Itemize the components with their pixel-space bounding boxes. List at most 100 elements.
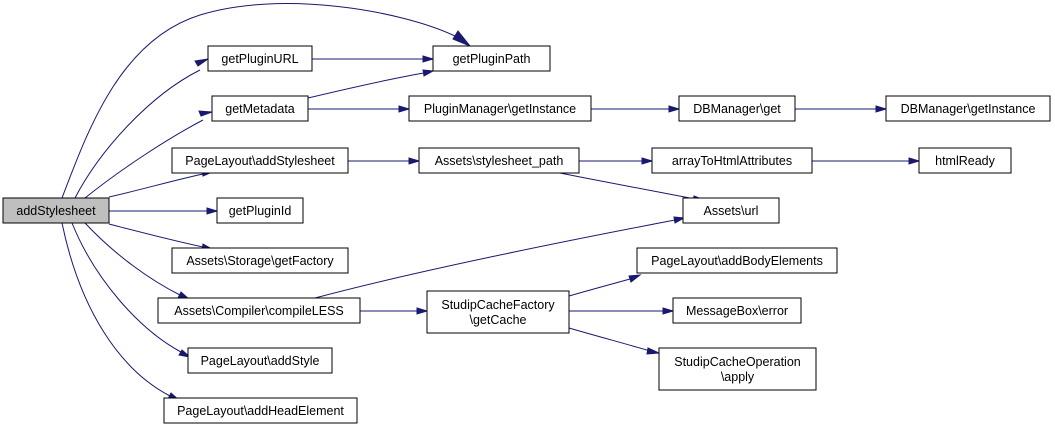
node-box[interactable] <box>426 290 570 334</box>
edge-addStylesheet-to-getMetadata <box>84 110 213 199</box>
arrowhead <box>206 207 219 215</box>
arrowhead <box>178 349 192 358</box>
node-getpluginurl[interactable]: getPluginURL <box>207 45 313 72</box>
arrowhead <box>628 274 642 283</box>
node-box[interactable] <box>885 95 1051 122</box>
edge-Assets_stylesheet_path-to-Assets_url <box>559 172 706 203</box>
node-box[interactable] <box>2 197 110 224</box>
node-getpluginid[interactable]: getPluginId <box>216 197 304 224</box>
arrowhead <box>416 307 429 315</box>
node-dbmanager-get[interactable]: DBManager\get <box>678 95 796 122</box>
node-box[interactable] <box>651 147 813 174</box>
edge-getPluginURL-to-getPluginPath <box>312 55 435 63</box>
node-box[interactable] <box>418 147 580 174</box>
edge-addStylesheet-to-getPluginPath <box>61 3 472 199</box>
node-box[interactable] <box>682 197 780 224</box>
node-label: PluginManager\getInstance <box>424 102 576 116</box>
edge-StudipCacheFactory_getCache-to-PageLayout_addBodyElements <box>568 274 642 297</box>
edge-line <box>568 327 651 352</box>
node-label: getPluginPath <box>453 52 531 66</box>
node-box[interactable] <box>187 347 333 374</box>
arrowhead <box>875 105 888 113</box>
node-label: DBManager\get <box>693 102 781 116</box>
arrowhead <box>194 58 209 67</box>
arrowhead <box>422 69 435 77</box>
node-label: addStylesheet <box>16 204 96 218</box>
edge-addStylesheet-to-PageLayout_addStyle <box>71 222 192 358</box>
arrowhead <box>198 110 213 117</box>
node-getmetadata[interactable]: getMetadata <box>211 95 309 122</box>
node-studipcacheoperation-apply[interactable]: StudipCacheOperation\apply <box>658 347 817 391</box>
node-box[interactable] <box>157 297 361 324</box>
node-pagelayout-addbodyelements[interactable]: PageLayout\addBodyElements <box>636 247 838 274</box>
node-label: getPluginURL <box>221 52 298 66</box>
node-box[interactable] <box>408 95 592 122</box>
node-label: Assets\Storage\getFactory <box>186 254 334 268</box>
edge-Assets_Compiler_compileLESS-to-StudipCacheFactory_getCache <box>360 307 429 315</box>
node-arraytohtmlattributes[interactable]: arrayToHtmlAttributes <box>651 147 813 174</box>
node-assets-stylesheet-path[interactable]: Assets\stylesheet_path <box>418 147 580 174</box>
node-label: \apply <box>721 370 755 384</box>
edge-line <box>74 69 201 199</box>
arrowhead <box>662 307 675 315</box>
arrowhead <box>452 30 472 48</box>
edge-line <box>71 222 182 353</box>
node-box[interactable] <box>672 297 802 324</box>
edge-arrayToHtmlAttributes-to-htmlReady <box>812 157 921 165</box>
node-box[interactable] <box>678 95 796 122</box>
edge-line <box>568 278 631 297</box>
edge-addStylesheet-to-getPluginURL <box>74 58 209 199</box>
node-box[interactable] <box>163 397 358 424</box>
arrowhead <box>408 157 421 165</box>
node-box[interactable] <box>171 247 349 274</box>
node-messagebox-error[interactable]: MessageBox\error <box>672 297 802 324</box>
node-label: PageLayout\addBodyElements <box>651 254 823 268</box>
node-dbmanager-getinstance[interactable]: DBManager\getInstance <box>885 95 1051 122</box>
node-assets-url[interactable]: Assets\url <box>682 197 780 224</box>
node-label: PageLayout\addHeadElement <box>177 404 344 418</box>
arrowhead <box>398 105 411 113</box>
node-label: arrayToHtmlAttributes <box>672 154 792 168</box>
node-label: getMetadata <box>225 102 295 116</box>
arrowhead <box>646 347 661 355</box>
node-label: PageLayout\addStyle <box>201 354 320 368</box>
node-box[interactable] <box>216 197 304 224</box>
node-box[interactable] <box>432 45 551 72</box>
edge-line <box>84 119 204 199</box>
node-label: htmlReady <box>935 154 995 168</box>
edge-PageLayout_addStylesheet-to-Assets_stylesheet_path <box>348 157 421 165</box>
node-box[interactable] <box>636 247 838 274</box>
arrowhead <box>673 216 686 224</box>
node-box[interactable] <box>207 45 313 72</box>
node-box[interactable] <box>171 147 349 174</box>
edge-line <box>314 219 676 299</box>
node-htmlready[interactable]: htmlReady <box>918 147 1012 174</box>
node-pluginmanager-getinstance[interactable]: PluginManager\getInstance <box>408 95 592 122</box>
node-addstylesheet[interactable]: addStylesheet <box>2 197 110 224</box>
node-assets-storage-getfactory[interactable]: Assets\Storage\getFactory <box>171 247 349 274</box>
node-pagelayout-addstyle[interactable]: PageLayout\addStyle <box>187 347 333 374</box>
arrowhead <box>668 105 681 113</box>
edge-addStylesheet-to-PageLayout_addStylesheet <box>108 169 214 198</box>
edge-StudipCacheFactory_getCache-to-StudipCacheOperation_apply <box>568 327 661 355</box>
node-assets-compiler-compileless[interactable]: Assets\Compiler\compileLESS <box>157 297 361 324</box>
edge-line <box>61 222 171 397</box>
edge-StudipCacheFactory_getCache-to-MessageBox_error <box>569 307 675 315</box>
arrowhead <box>422 55 435 63</box>
edge-Assets_Compiler_compileLESS-to-Assets_url <box>314 216 686 299</box>
node-pagelayout-addheadelement[interactable]: PageLayout\addHeadElement <box>163 397 358 424</box>
node-pagelayout-addstylesheet[interactable]: PageLayout\addStylesheet <box>171 147 349 174</box>
node-studipcachefactory-getcache[interactable]: StudipCacheFactory\getCache <box>426 290 570 334</box>
node-box[interactable] <box>918 147 1012 174</box>
node-box[interactable] <box>658 347 817 391</box>
arrowhead <box>641 157 654 165</box>
edge-line <box>559 172 696 200</box>
edge-addStylesheet-to-Assets_Storage_getFactory <box>108 223 214 251</box>
edge-line <box>84 222 181 296</box>
node-getpluginpath[interactable]: getPluginPath <box>432 45 551 72</box>
node-box[interactable] <box>211 95 309 122</box>
node-label: Assets\Compiler\compileLESS <box>174 304 344 318</box>
edge-line <box>307 72 425 99</box>
edge-DBManager_get-to-DBManager_getInstance <box>795 105 888 113</box>
